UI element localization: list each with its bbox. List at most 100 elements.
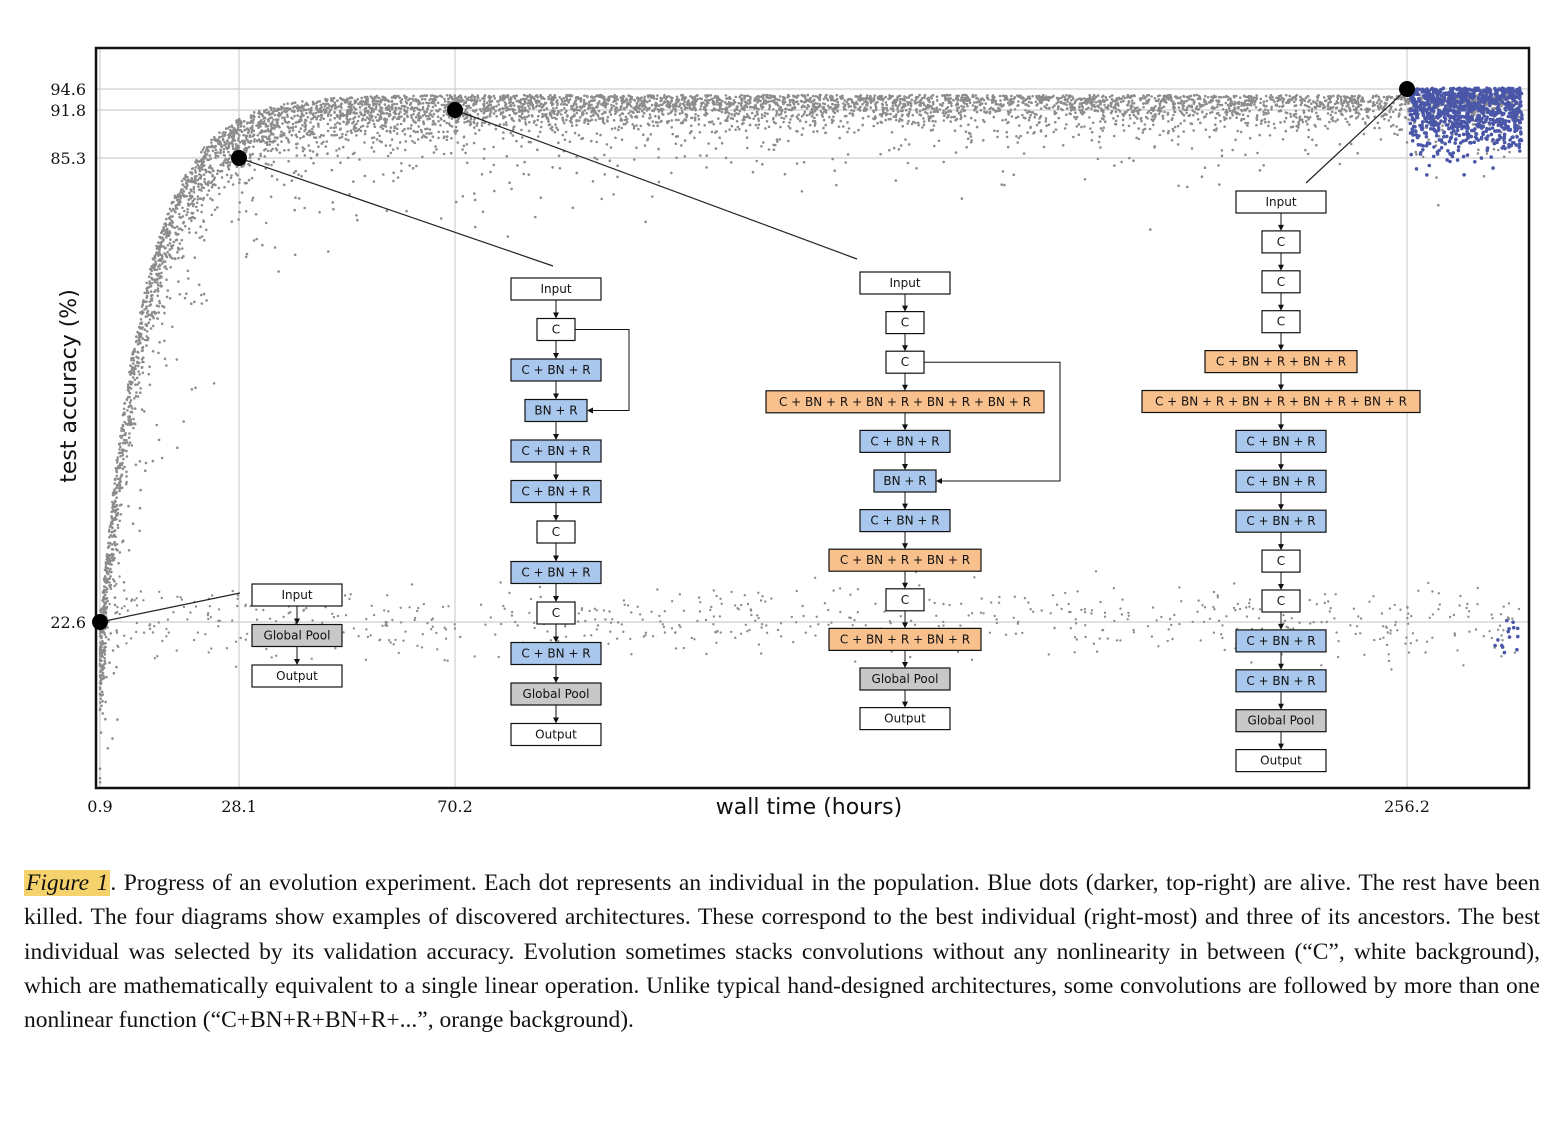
architecture-node: C <box>885 311 925 335</box>
arrow-head <box>1278 264 1284 271</box>
architecture-node: Global Pool <box>251 623 343 648</box>
architecture-node: Global Pool <box>510 682 602 706</box>
node-label: C <box>552 525 560 539</box>
architecture-node: C + BN + R <box>1235 469 1327 493</box>
node-label: Global Pool <box>523 687 590 701</box>
highlighted-points <box>92 81 1415 630</box>
x-axis-label: wall time (hours) <box>716 795 902 820</box>
arrow-head <box>902 622 908 629</box>
x-tick-label: 28.1 <box>221 797 257 816</box>
arrow-head <box>902 503 908 510</box>
architecture-node: Input <box>251 583 343 607</box>
node-label: Global Pool <box>872 672 939 686</box>
arrow-head <box>902 582 908 589</box>
arrow-head <box>1278 304 1284 311</box>
highlighted-point <box>92 614 108 630</box>
node-label: C + BN + R <box>521 485 590 499</box>
arrow-head <box>553 717 559 724</box>
architecture-node: Global Pool <box>859 667 951 691</box>
node-label: Output <box>276 669 318 683</box>
y-tick-label: 94.6 <box>50 80 86 99</box>
arrow-head <box>587 407 593 414</box>
arrow-head <box>902 701 908 708</box>
node-label: C + BN + R + BN + R <box>840 632 970 646</box>
arrow-head <box>1278 544 1284 551</box>
node-label: Output <box>884 712 926 726</box>
node-label: C + BN + R <box>870 434 939 448</box>
arrow-head <box>553 393 559 400</box>
architecture-node: Output <box>859 706 951 731</box>
arrow-head <box>1278 424 1284 431</box>
arrow-head <box>553 677 559 683</box>
architecture-node: Output <box>1235 748 1327 773</box>
architecture-node: Input <box>859 271 951 295</box>
node-label: Global Pool <box>1248 714 1315 728</box>
scatter-dots <box>98 86 1524 784</box>
node-label: C <box>901 355 909 369</box>
arrow-head <box>1278 504 1284 511</box>
node-label: C <box>1277 554 1285 568</box>
node-label: BN + R <box>534 404 577 418</box>
architecture-node: Input <box>1235 190 1327 214</box>
node-label: C + BN + R <box>1246 634 1315 648</box>
arrow-head <box>1278 623 1284 630</box>
arrow-head <box>553 515 559 521</box>
highlighted-point <box>447 102 463 118</box>
arrow-head <box>294 618 300 625</box>
architecture-node: C <box>1261 589 1301 613</box>
architecture-node: C + BN + R <box>510 439 602 463</box>
arrow-head <box>1278 743 1284 750</box>
arrow-head <box>1278 703 1284 710</box>
node-label: C + BN + R + BN + R + BN + R + BN + R <box>779 395 1031 409</box>
node-label: BN + R <box>883 474 926 488</box>
x-tick-label: 0.9 <box>87 797 112 816</box>
node-label: Output <box>535 728 577 742</box>
figure-caption: Figure 1. Progress of an evolution exper… <box>24 866 1540 1037</box>
architecture-node: C + BN + R <box>859 509 951 533</box>
connector-line <box>99 592 241 623</box>
node-label: C <box>901 316 909 330</box>
arrow-head <box>553 434 559 440</box>
arrow-head <box>902 424 908 431</box>
skip-connection <box>924 361 1061 482</box>
y-tick-label: 91.8 <box>50 101 86 120</box>
architecture-node: C + BN + R <box>510 560 602 585</box>
y-axis-label: test accuracy (%) <box>57 289 82 483</box>
architecture-node: C <box>536 317 576 342</box>
node-label: C <box>901 593 909 607</box>
arrow-head <box>553 312 559 319</box>
architecture-node: C <box>536 601 576 625</box>
architecture-node: C <box>536 520 576 544</box>
architecture-node: C + BN + R + BN + R <box>1204 350 1358 374</box>
node-label: C + BN + R <box>521 444 590 458</box>
node-label: C + BN + R <box>521 566 590 580</box>
connector-lines <box>99 88 1408 623</box>
node-label: Input <box>540 282 571 296</box>
skip-connection <box>575 329 630 411</box>
node-label: C + BN + R + BN + R + BN + R + BN + R <box>1155 395 1407 409</box>
highlighted-point <box>231 150 247 166</box>
arrow-head <box>1278 663 1284 670</box>
node-label: Global Pool <box>264 629 331 643</box>
node-label: C + BN + R + BN + R <box>1216 355 1346 369</box>
architecture-node: C + BN + R <box>510 479 602 504</box>
node-label: C + BN + R <box>521 647 590 661</box>
node-label: C <box>1277 594 1285 608</box>
architecture-node: C <box>885 350 925 374</box>
architecture-node: C + BN + R <box>510 641 602 666</box>
arrow-head <box>553 474 559 481</box>
arrow-head <box>294 659 300 665</box>
architecture-node: C + BN + R <box>1235 429 1327 453</box>
alive-individual-dots <box>1408 86 1524 655</box>
architecture-node: C + BN + R + BN + R <box>828 548 982 572</box>
architecture-node: Output <box>510 722 602 747</box>
node-label: Input <box>1265 195 1296 209</box>
evolution-figure: 22.6 85.3 91.8 94.6 0.9 28.1 70.2 256.2 … <box>50 46 1531 820</box>
architecture-node: C + BN + R + BN + R + BN + R + BN + R <box>765 390 1045 414</box>
connector-line <box>1305 88 1408 184</box>
architecture-node: C + BN + R <box>510 358 602 382</box>
